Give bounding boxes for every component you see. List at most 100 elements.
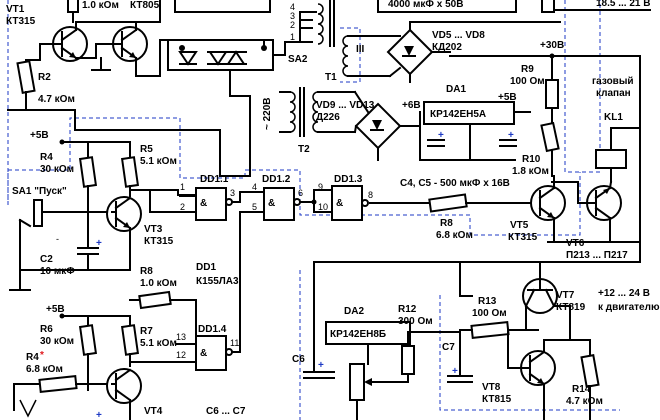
r8-mid-value: 6.8 кОм [436,230,473,241]
top-right-supply-label: 18.5 ... 21 В [596,0,650,9]
vt1-type-label: КТ315 [6,16,36,27]
t1-winding-label: III [356,44,365,55]
da2-label: DA2 [344,306,364,317]
vt3-label: VT3 [144,224,163,235]
dd1-4-pin-11: 11 [230,338,239,348]
valve-kl1-label: KL1 [604,112,623,123]
vt1-label: VT1 [6,4,25,15]
top-capacitor-box [377,0,517,13]
pin-4-label: 4 [290,2,295,12]
sa2-label: SA2 [288,54,308,65]
r10-value: 1.8 кОм [512,166,549,177]
top-resistor [67,0,79,13]
pin-3-label: 3 [290,11,295,21]
r8-mid-resistor [428,193,468,213]
svg-text:&: & [200,198,207,209]
optocoupler-top [174,0,271,13]
c7-label: C7 [442,342,455,353]
dd1-3-pin-9: 9 [318,182,323,192]
dd1-3-pin-10: 10 [318,202,328,212]
r4-top-resistor [78,156,98,188]
t2-label: T2 [298,144,310,155]
r6-label: R6 [40,324,53,335]
dd1-1-pin-1: 1 [180,182,185,192]
r13-resistor [470,321,510,339]
dashed-outline-t1 [340,27,361,83]
r4-bottom-value: 6.8 кОм [26,364,63,375]
c4-c5-spec: С4, С5 - 500 мкФ х 16В [400,178,510,189]
dd1-2-pin-5: 5 [252,202,257,212]
kl1-relay-coil [595,149,627,169]
plus-6v-label: +6В [402,100,421,111]
dashed-outline-lower-right [439,295,620,411]
r5-resistor [120,156,140,188]
svg-text:&: & [268,198,275,209]
svg-text:+: + [96,410,102,420]
t1-primary-coil [317,3,324,45]
top-resistor-value: 1.0 кОм [82,0,119,11]
motor-supply-label: +12 ... 24 В [598,288,650,299]
svg-text:+: + [508,130,514,141]
dd1-type: К155ЛА3 [196,276,239,287]
dd1-1-pin-2: 2 [180,202,185,212]
vt5-label: VT5 [510,220,529,231]
r10-label: R10 [522,154,541,165]
dd1-1-label: DD1.1 [200,174,229,185]
t2-primary-coil [289,91,296,133]
da1-label: DA1 [446,84,466,95]
dd1-4-gate [195,335,227,371]
r4-bottom-resistor [38,375,78,393]
r7-value: 5.1 кОм [140,338,177,349]
dd1-2-pin-6: 6 [298,188,303,198]
t1-label: T1 [325,72,337,83]
vd9-vd13-label: VD9 ... VD13 [316,100,375,111]
r13-value: 100 Ом [472,308,507,319]
r4-top-value: 30 кОм [40,164,74,175]
top-transistor-type: КТ805 [130,0,160,11]
r14-resistor [580,354,600,388]
sa1-label: SA1 "Пуск" [12,186,67,197]
vt3-type: КТ315 [144,236,174,247]
svg-text:+: + [452,366,458,377]
pin-1-label: 1 [290,32,295,42]
motor-label: к двигателю [598,302,660,313]
vt4-label: VT4 [144,406,163,417]
dd1-3-gate [331,185,363,221]
r7-resistor [120,324,140,356]
valve-label-1: газовый [592,76,634,87]
r14-label: R14 [572,384,591,395]
c6-c7-partial: С6 ... С7 [206,406,246,417]
t1-secondary-coil [342,35,349,77]
r12-resistor [401,345,415,375]
r10-resistor [540,121,560,153]
c2-label: C2 [40,254,53,265]
plus-5v-da1-label: +5В [498,92,517,103]
r8-left-resistor [138,290,172,310]
da2-type: КР142ЕН8Б [330,329,386,340]
dashed-outline-valve [564,0,601,173]
dd1-2-label: DD1.2 [262,174,291,185]
dd1-4-pin-13: 13 [176,332,186,342]
r12-value: 300 Ом [398,316,433,327]
svg-text:+: + [318,360,324,371]
r9-resistor [545,79,559,109]
svg-text:+: + [438,130,444,141]
r5-value: 5.1 кОм [140,156,177,167]
plus-5v-left2-label: +5В [46,304,65,315]
svg-text:&: & [200,348,207,359]
dd1-label: DD1 [196,262,216,273]
plus-5v-left-label: +5В [30,130,49,141]
dd1-3-label: DD1.3 [334,174,363,185]
v220-label: ~ 220В [262,97,273,130]
r12-label: R12 [398,304,417,315]
dd1-3-pin-8: 8 [368,190,373,200]
valve-label-2: клапан [596,88,631,99]
r4-bottom-star: * [40,350,44,361]
vd5-vd8-label: VD5 ... VD8 [432,30,485,41]
r7-label: R7 [140,326,153,337]
vt6-label: VT6 [566,238,585,249]
da1-type: КР142ЕН5А [430,109,486,120]
r2-label: R2 [38,72,51,83]
potentiometer [349,363,365,401]
